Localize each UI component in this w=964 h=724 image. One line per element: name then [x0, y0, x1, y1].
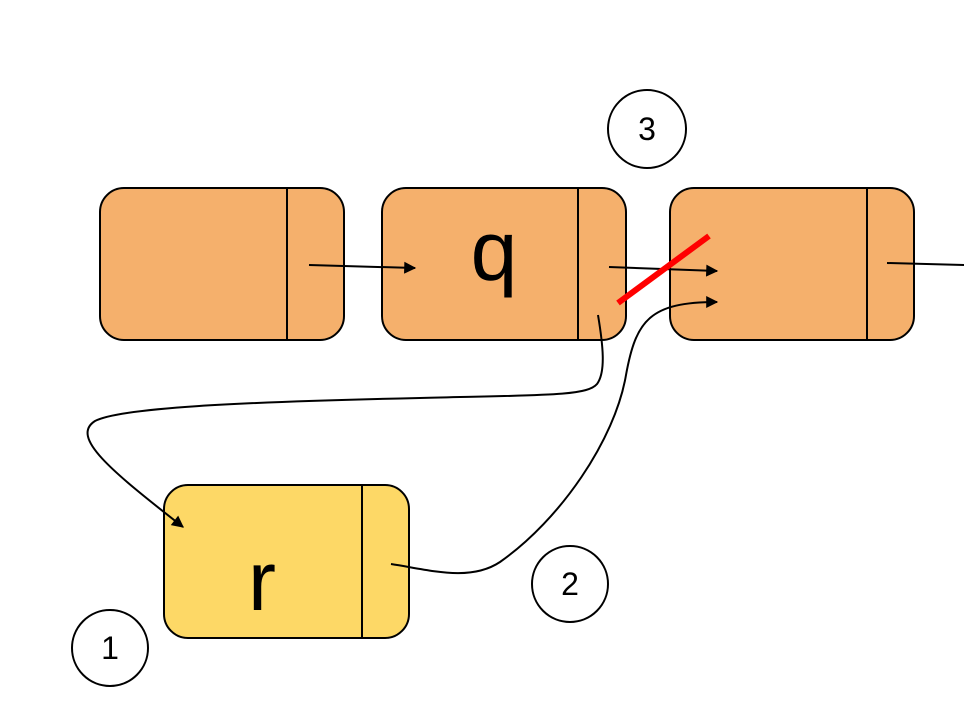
list-node-third — [669, 187, 915, 341]
node-box — [381, 187, 627, 341]
step-label-1: 1 — [101, 630, 119, 666]
pointer-q-to-r — [86, 314, 604, 528]
node-box — [669, 187, 915, 341]
node-box — [99, 187, 345, 341]
step-label-2: 2 — [561, 566, 579, 602]
step-circle-2: 2 — [531, 545, 609, 623]
step-circle-1: 1 — [71, 609, 149, 687]
pointer-third-next — [886, 262, 964, 266]
cut-mark — [616, 233, 711, 306]
node-label-r: r — [248, 534, 276, 628]
pointer-r-to-third — [390, 296, 719, 575]
step-circle-3: 3 — [607, 89, 687, 169]
new-node-r: r — [163, 484, 410, 639]
step-label-3: 3 — [638, 111, 656, 147]
node-box — [163, 484, 410, 639]
list-node-q: q — [381, 187, 627, 341]
pointer-first-to-q — [308, 261, 417, 274]
list-node-first — [99, 187, 345, 341]
node-label-q: q — [471, 204, 518, 298]
